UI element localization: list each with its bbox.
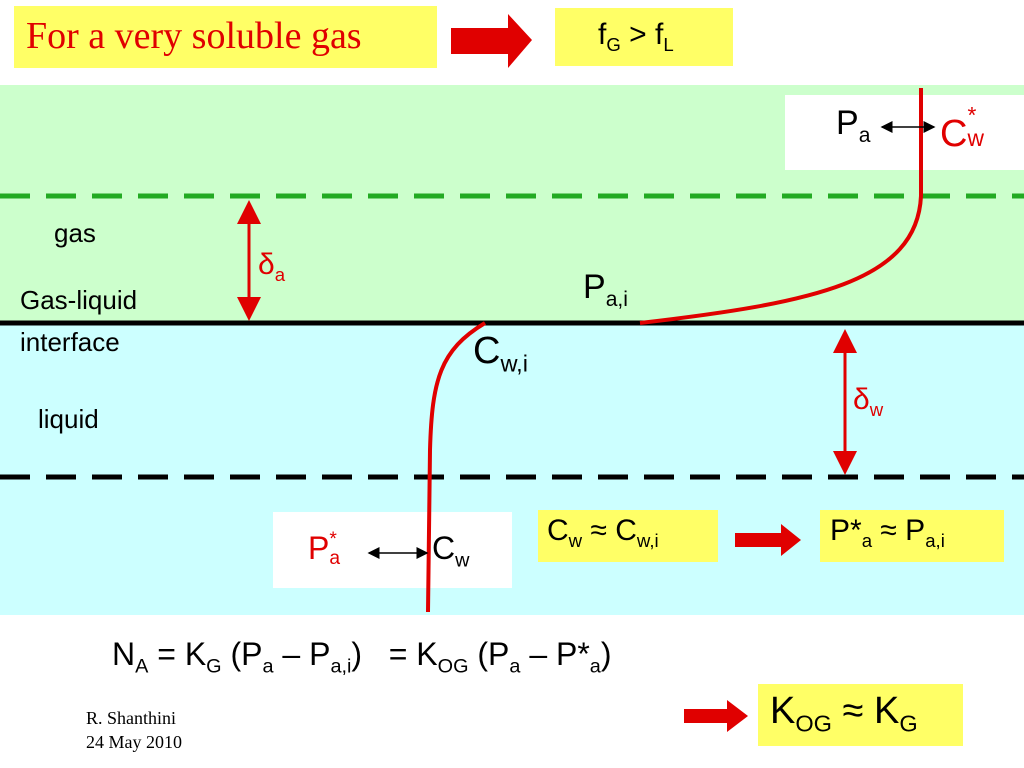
flux-equation: NA = KG (Pa – Pa,i) = KOG (Pa – P*a)	[112, 636, 612, 678]
cw-label: Cw	[432, 530, 470, 572]
cw-star-label: C*w	[940, 102, 984, 155]
footer-author: R. Shanthini	[86, 708, 177, 728]
pa-approx-box	[820, 510, 1004, 562]
cwi-label: Cw,i	[473, 330, 528, 377]
gas-profile-curve	[639, 88, 923, 325]
condition-text: fG > fL	[598, 18, 674, 55]
delta-w-label: δw	[853, 383, 884, 420]
title-box	[14, 6, 437, 68]
delta-a-label: δa	[258, 248, 286, 285]
result-arrow-icon	[684, 700, 748, 732]
pa-approx-text: P*a ≈ Pa,i	[830, 514, 945, 551]
relation-arrow-icon	[735, 524, 801, 556]
page-title: For a very soluble gas	[26, 15, 362, 57]
interface-label-line1: Gas-liquid	[20, 285, 138, 315]
cw-approx-box	[538, 510, 718, 562]
title-arrow-icon	[451, 14, 532, 68]
k-approx-text: KOG ≈ KG	[770, 690, 918, 737]
pa-star-label: P*a	[308, 529, 341, 570]
liquid-label: liquid	[38, 404, 99, 434]
liquid-profile-curve	[426, 321, 487, 613]
k-approx-box	[758, 684, 963, 746]
cw-approx-text: Cw ≈ Cw,i	[547, 514, 659, 551]
condition-box	[555, 8, 733, 66]
footer-date: 24 May 2010	[86, 732, 182, 752]
pai-label: Pa,i	[583, 268, 628, 311]
interface-label-line2: interface	[20, 327, 120, 357]
pa-label: Pa	[836, 104, 871, 147]
gas-label: gas	[54, 218, 96, 248]
